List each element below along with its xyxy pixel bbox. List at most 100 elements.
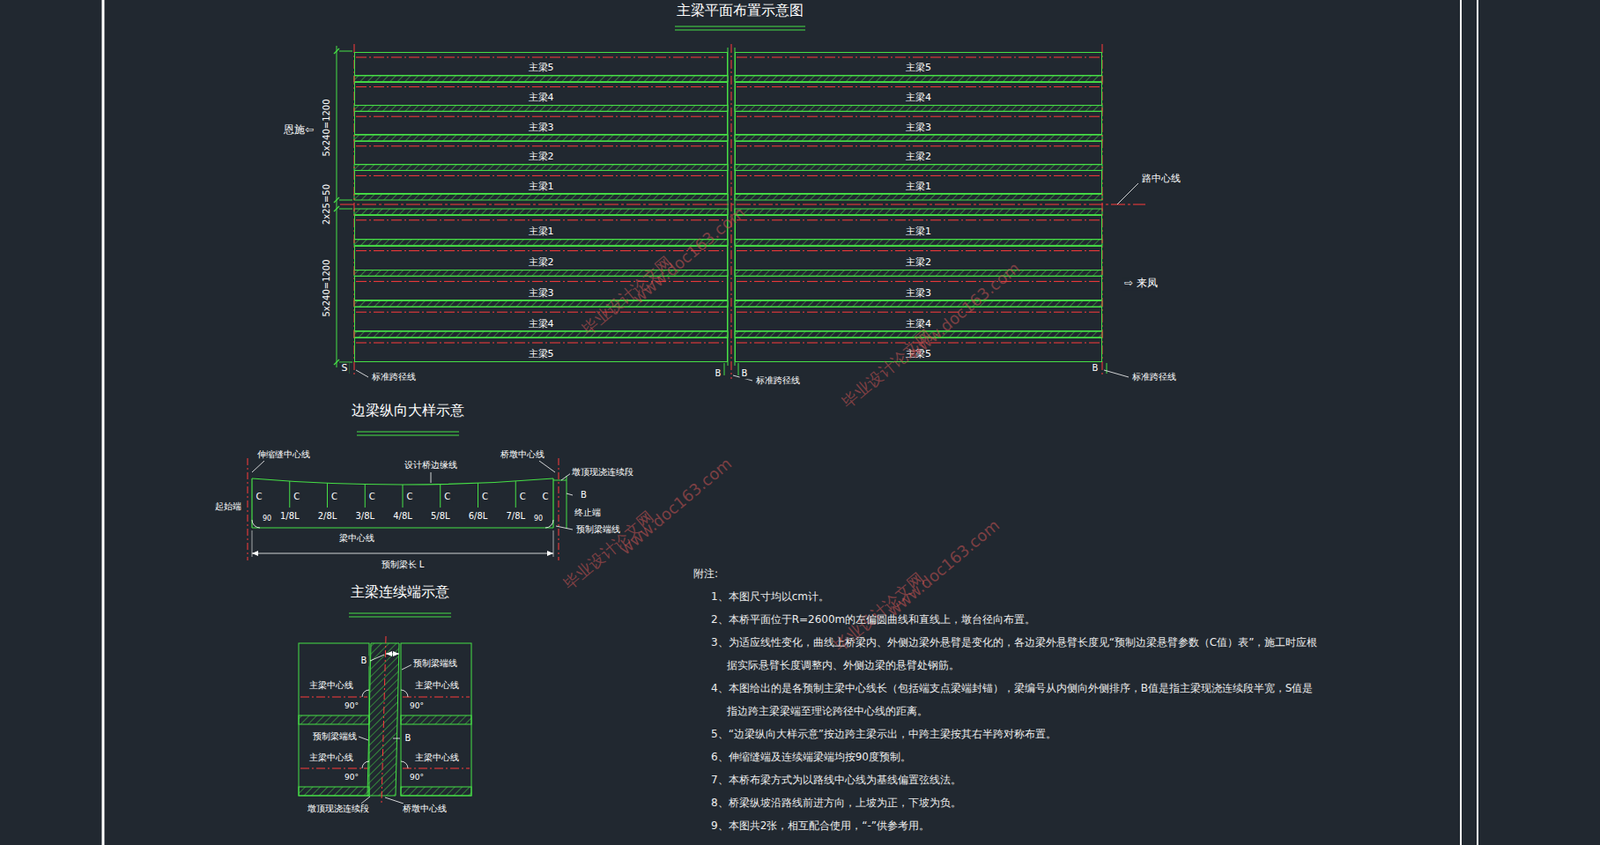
callout-label: 主梁中心线 [413,680,461,691]
callout-label: 桥墩中心线 [400,803,449,815]
beam-label: 主梁1 [526,181,556,193]
beam-box: 主梁4 [354,306,728,332]
section-mark: 4/8L [391,511,415,522]
note-text: 9、本图共2张，相互配合使用，“-”供参考用。 [711,814,1319,838]
leader-line [566,493,573,496]
dimension-symbol: S [340,362,350,375]
beam-centerline [355,145,726,147]
beam-box: 主梁3 [734,275,1103,301]
beam-box: 主梁1 [354,170,728,194]
section-mark: 2/8L [316,511,340,522]
beam-centerline [355,342,726,344]
beam-box: 主梁2 [354,140,728,165]
angle-text: 90° [342,701,361,711]
wet-joint-hatch [354,134,728,141]
callout-label: 桥墩中心线 [498,449,547,460]
dimension-tick [333,197,340,203]
beam-label: 主梁2 [526,257,556,269]
right-angle-arc [362,689,370,697]
right-angle-arc [251,519,260,528]
leader-line [555,525,573,530]
beam-label: 主梁5 [526,62,556,75]
leader-line [358,736,369,741]
wet-joint-hatch [354,193,728,200]
beam-centerline [355,86,726,88]
callout-label: 起始端 [213,501,244,512]
watermark: www.doc163.com [882,515,1005,623]
extension-line [553,530,555,557]
callout-label: 主梁中心线 [307,752,356,763]
cantilever-symbol: C [254,491,265,503]
beam-label: 主梁5 [903,62,934,75]
callout-label: 标准跨径线 [754,375,802,386]
marker-line [724,362,726,376]
beam-centerline [355,116,726,118]
section-tick [439,484,441,508]
beam-centerline [355,250,726,252]
beam-label: 主梁3 [903,122,934,134]
beam-centerline [355,57,726,59]
callout-label: 设计桥边缘线 [402,459,460,471]
dimension-text: 2x25=50 [321,182,333,227]
wet-joint-hatch [734,239,1103,246]
dimension-tick [333,359,340,365]
note-text: 1、本图尺寸均以cm计。 [711,585,1319,608]
wet-joint-hatch [734,134,1103,141]
dimension-symbol: B [713,368,724,379]
cantilever-symbol: C [329,491,340,503]
beam-label: 主梁3 [526,122,556,134]
dimension-text: 5x240=1200 [321,257,333,319]
wet-joint-hatch [734,193,1103,200]
title-underline [356,435,460,437]
extension-line [339,208,353,210]
beam-box: 主梁1 [354,214,728,240]
beam-label: 主梁2 [526,151,556,163]
direction-label: 恩施⇦ [281,124,316,137]
callout-label: 墩顶现浇连续段 [305,803,371,815]
wet-joint-hatch [734,270,1103,277]
beam-box: 主梁3 [734,111,1103,135]
note-text: 2、本桥平面位于R=2600m的左偏圆曲线和直线上，墩台径向布置。 [711,607,1319,631]
beam-label: 主梁1 [903,226,934,238]
beam-centerline [355,219,726,221]
dimension-symbol: B [359,655,370,667]
right-angle-arc [400,689,408,697]
pier-centerline [381,636,386,804]
beam-box: 主梁1 [734,170,1103,194]
beam-centerline [355,175,726,177]
cantilever-symbol: C [405,491,415,503]
note-text: 7、本桥布梁方式为以路线中心线为基线偏置弦线法。 [711,768,1319,792]
right-angle-arc [545,519,554,528]
beam-bottom-line [251,526,554,528]
cast-in-place-line [553,480,567,482]
callout-label: 梁中心线 [337,533,377,544]
beam-label: 主梁4 [903,92,934,104]
wet-joint-hatch [354,331,728,338]
section-title: 主梁连续端示意 [348,584,452,600]
section-mark: 6/8L [466,511,490,522]
dimension-line [385,653,400,655]
beam-label: 主梁3 [903,288,934,300]
notes-block: 附注:1、本图尺寸均以cm计。2、本桥平面位于R=2600m的左偏圆曲线和直线上… [693,562,1328,838]
beam-box: 主梁4 [734,81,1103,106]
section-mark: 5/8L [429,511,452,522]
cantilever-symbol: C [480,491,490,503]
callout-label: 主梁中心线 [307,680,356,691]
section-mark: 7/8L [503,511,527,522]
beam-box: 主梁4 [354,81,728,106]
beam-box: 主梁1 [734,214,1103,240]
dimension-tick [333,48,340,54]
marker-line [1106,362,1108,374]
wet-joint-hatch [734,300,1103,307]
section-tick [515,481,517,508]
leader-line [1103,370,1129,378]
angle-text: 90° [407,701,426,711]
beam-box: 主梁3 [354,111,728,135]
note-text: 4、本图给出的是各预制主梁中心线长（包括端支点梁端封锚），梁编号从内侧向外侧排序… [711,676,1319,723]
title-underline [348,613,452,615]
wet-joint-hatch [298,786,370,796]
beam-box: 主梁5 [734,51,1103,76]
dimension-text: 5x240=1200 [321,96,333,158]
title-underline [674,29,806,31]
